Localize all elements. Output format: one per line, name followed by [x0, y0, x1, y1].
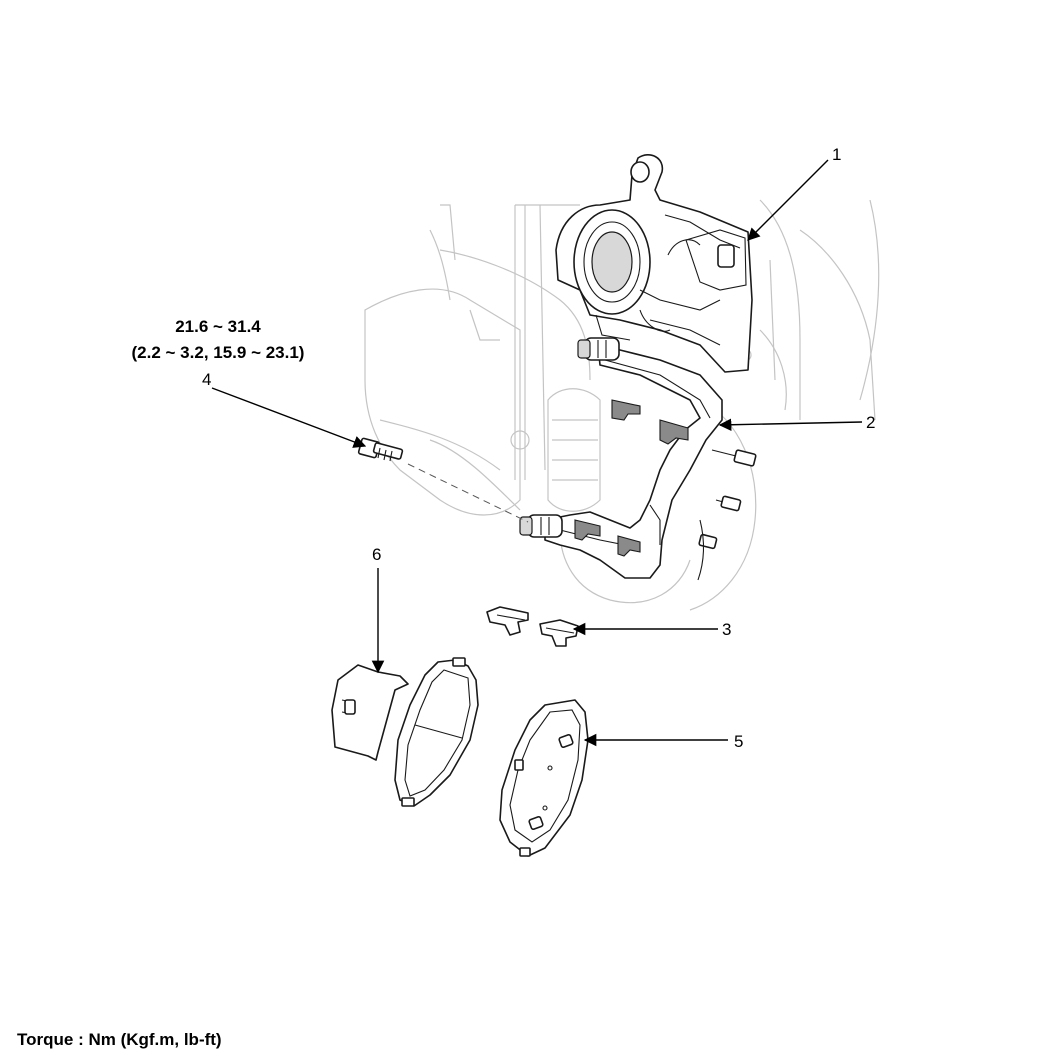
torque-spec-nm: 21.6 ~ 31.4 [175, 317, 261, 336]
pad-shim [331, 664, 409, 761]
callout-2: 2 [866, 413, 875, 432]
bolt-installation-line [407, 463, 529, 523]
callout-2-leader [718, 418, 863, 432]
caliper-bracket [519, 337, 723, 579]
callout-5: 5 [734, 732, 743, 751]
guide-rod-bolt [357, 437, 404, 462]
brake-disc-hub [689, 399, 757, 611]
torque-spec-alt-units: (2.2 ~ 3.2, 15.9 ~ 23.1) [132, 343, 305, 362]
callout-4-leader [211, 387, 367, 448]
caliper-housing [555, 154, 753, 373]
outer-brake-pad [499, 699, 589, 857]
callout-3: 3 [722, 620, 731, 639]
pad-retainer-clips [486, 606, 579, 647]
background-suspension [364, 199, 880, 604]
callout-1: 1 [832, 145, 841, 164]
callout-1-leader [747, 159, 829, 241]
torque-units-note: Torque : Nm (Kgf.m, lb-ft) [17, 1030, 222, 1049]
inner-brake-pad [394, 657, 479, 807]
callout-6: 6 [372, 545, 381, 564]
callout-4: 4 [202, 370, 211, 389]
